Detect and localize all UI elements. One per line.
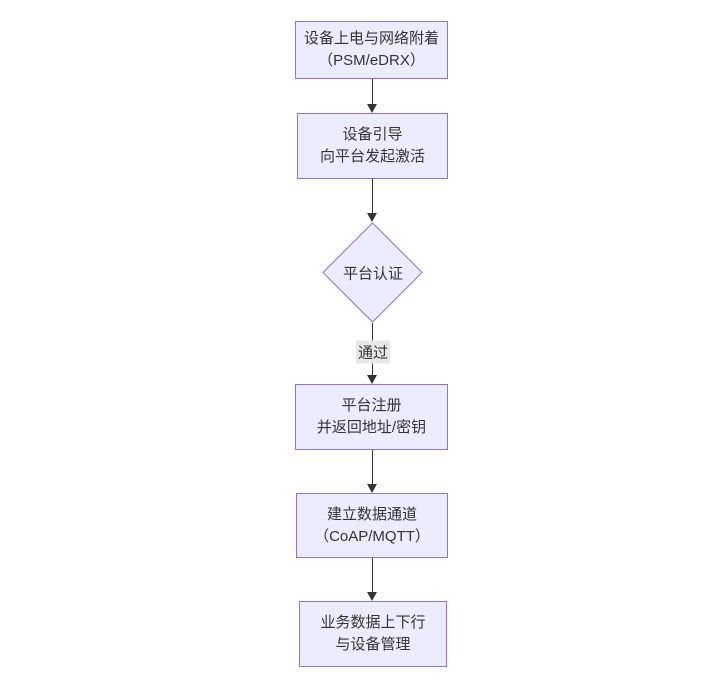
node-text: 设备引导 [342,126,403,143]
arrowhead-icon [367,484,377,493]
node-text: 与设备管理 [335,636,411,653]
node-text: 向平台发起激活 [319,148,425,165]
edge-line-4 [372,450,373,484]
arrowhead-icon [367,213,377,222]
node-text: （CoAP/MQTT） [314,527,430,545]
edge-line-1 [372,79,373,104]
arrowhead-icon [367,104,377,113]
node-bootstrap: 设备引导 向平台发起激活 [297,113,448,179]
node-text: 业务数据上下行 [320,614,426,631]
node-text: 设备上电与网络附着 [303,30,439,47]
node-text: 并返回地址/密钥 [316,419,427,436]
node-text: （PSM/eDRX） [318,52,425,69]
edge-line-5 [372,558,373,592]
arrowhead-icon [367,592,377,601]
decision-label: 平台认证 [342,265,404,283]
node-power-attach: 设备上电与网络附着 （PSM/eDRX） [295,21,448,79]
node-data-channel: 建立数据通道 （CoAP/MQTT） [296,493,448,558]
node-register: 平台注册 并返回地址/密钥 [295,384,448,450]
edge-line-2 [372,179,373,213]
node-text: 建立数据通道 [326,505,417,523]
node-text: 平台注册 [341,397,402,414]
node-business-data: 业务数据上下行 与设备管理 [299,601,447,667]
edge-label-pass: 通过 [355,340,391,364]
arrowhead-icon [367,375,377,384]
